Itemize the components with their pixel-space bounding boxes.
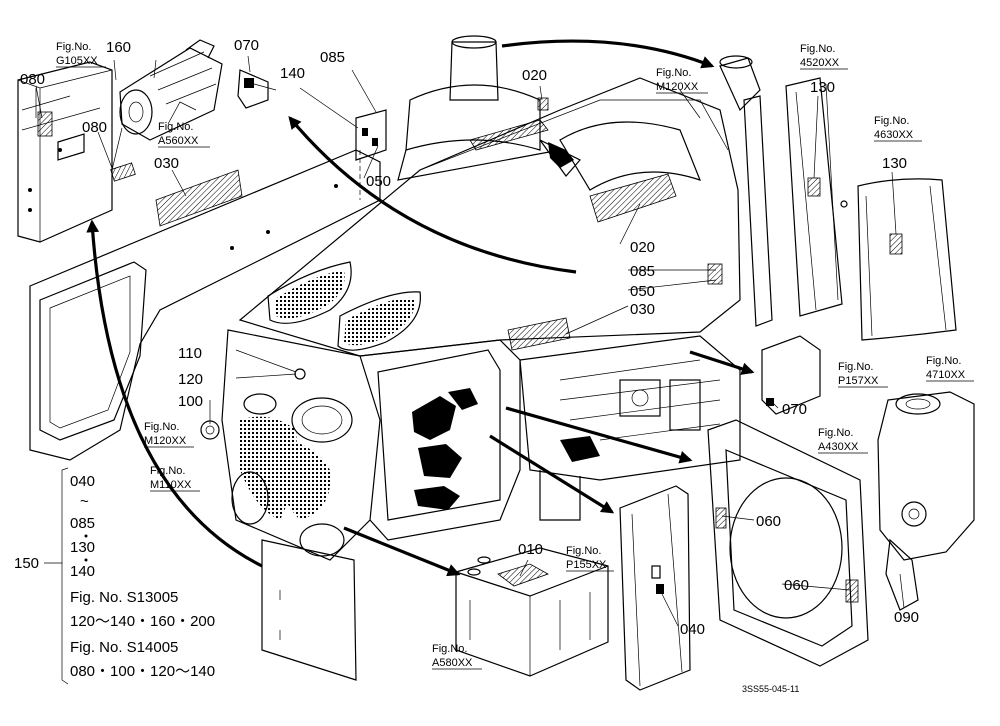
svg-text:Fig.No.: Fig.No. [144, 421, 179, 433]
note-tilde: ~ [80, 493, 89, 510]
label-110: 110 [178, 345, 202, 362]
note-range-end: 085 [70, 515, 95, 532]
note-item-140: 140 [70, 563, 95, 580]
fig-g105: Fig.No. G105XX [56, 41, 106, 68]
figure-labels: Fig.No. G105XX Fig.No. A560XX Fig.No. M1… [56, 41, 974, 670]
label-030-mid: 030 [630, 301, 655, 318]
svg-text:Fig.No.: Fig.No. [566, 545, 601, 557]
fig-m120-top: Fig.No. M120XX [656, 67, 708, 94]
label-070-right: 070 [782, 401, 807, 418]
coolant-tank [877, 391, 975, 611]
label-060-lower: 060 [784, 577, 809, 594]
side-cover-p155 [619, 485, 691, 691]
svg-text:M120XX: M120XX [656, 81, 699, 93]
fig-m110: Fig.No. M110XX [150, 465, 200, 492]
fig-m120-left: Fig.No. M120XX [144, 421, 194, 448]
assembly-arrows [86, 39, 755, 577]
svg-text:Fig.No.: Fig.No. [656, 67, 691, 79]
label-130-shield-2: 130 [882, 155, 907, 172]
fig-p155: Fig.No. P155XX [566, 545, 614, 572]
label-160: 160 [106, 39, 131, 56]
label-090: 090 [894, 609, 919, 626]
note-range-start: 040 [70, 473, 95, 490]
label-150: 150 [14, 555, 39, 572]
drawing-code: 3SS55-045-11 [742, 684, 799, 694]
label-085-mid: 085 [630, 263, 655, 280]
svg-text:4630XX: 4630XX [874, 129, 914, 141]
label-130-shield: 130 [810, 79, 835, 96]
svg-text:M110XX: M110XX [150, 479, 192, 491]
leader-lines [35, 55, 905, 627]
svg-text:4520XX: 4520XX [800, 57, 840, 69]
note-s13005-label: Fig. No. S13005 [70, 589, 178, 606]
label-030-left: 030 [154, 155, 179, 172]
bracket-p157 [761, 335, 821, 415]
svg-text:P155XX: P155XX [566, 559, 607, 571]
svg-text:Fig.No.: Fig.No. [150, 465, 185, 477]
fig-a430: Fig.No. A430XX [818, 427, 868, 454]
radiator-shroud [707, 419, 869, 667]
fig-p157: Fig.No. P157XX [838, 361, 888, 388]
svg-text:Fig.No.: Fig.No. [158, 121, 193, 133]
note-s14005-label: Fig. No. S14005 [70, 639, 178, 656]
svg-text:P157XX: P157XX [838, 375, 879, 387]
svg-text:Fig.No.: Fig.No. [818, 427, 853, 439]
heat-shield-4520 [785, 77, 848, 317]
label-050-top: 050 [366, 173, 391, 190]
label-140-top: 140 [280, 65, 305, 82]
svg-text:Fig.No.: Fig.No. [874, 115, 909, 127]
fig-a560: Fig.No. A560XX [158, 121, 210, 148]
label-100: 100 [178, 393, 203, 410]
label-010: 010 [518, 541, 543, 558]
engine-compartment [519, 335, 741, 521]
fig-4520: Fig.No. 4520XX [800, 43, 848, 70]
side-note: 150 040 ~ 085 130 140 Fig. No. S13005 12… [14, 473, 215, 680]
exhaust-pipe [719, 55, 773, 327]
label-020-top: 020 [522, 67, 547, 84]
label-040-right: 040 [680, 621, 705, 638]
label-085-top: 085 [320, 49, 345, 66]
fig-4630: Fig.No. 4630XX [874, 115, 922, 142]
svg-text:Fig.No.: Fig.No. [838, 361, 873, 373]
svg-text:M120XX: M120XX [144, 435, 187, 447]
label-050-mid: 050 [630, 283, 655, 300]
note-s13005-items: 120～140・160・200 [70, 613, 215, 630]
small-bracket-070 [237, 69, 269, 109]
svg-text:G105XX: G105XX [56, 55, 98, 67]
battery [455, 547, 609, 677]
svg-text:Fig.No.: Fig.No. [926, 355, 961, 367]
svg-text:4710XX: 4710XX [926, 369, 966, 381]
frame-bracket-group [17, 61, 136, 243]
side-note-bracket [44, 467, 69, 685]
label-120: 120 [178, 371, 203, 388]
fig-a580: Fig.No. A580XX [432, 643, 482, 670]
part-labels: 080 160 070 140 085 080 030 050 020 020 … [20, 37, 919, 638]
bracket-plate-085 [355, 109, 387, 161]
note-s14005-items: 080・100・120～140 [70, 663, 215, 680]
fig-4710: Fig.No. 4710XX [926, 355, 974, 382]
svg-text:A560XX: A560XX [158, 135, 199, 147]
svg-text:Fig.No.: Fig.No. [56, 41, 91, 53]
svg-text:A430XX: A430XX [818, 441, 859, 453]
label-020-mid: 020 [630, 239, 655, 256]
note-item-130: 130 [70, 539, 95, 556]
label-080-mid: 080 [82, 119, 107, 136]
starter-motor [119, 39, 223, 141]
label-060-upper: 060 [756, 513, 781, 530]
hood-assembly [200, 35, 741, 681]
label-070-top: 070 [234, 37, 259, 54]
heat-shield-4630 [857, 178, 957, 341]
label-080-top: 080 [20, 71, 45, 88]
svg-text:A580XX: A580XX [432, 657, 473, 669]
svg-text:Fig.No.: Fig.No. [800, 43, 835, 55]
svg-text:Fig.No.: Fig.No. [432, 643, 467, 655]
